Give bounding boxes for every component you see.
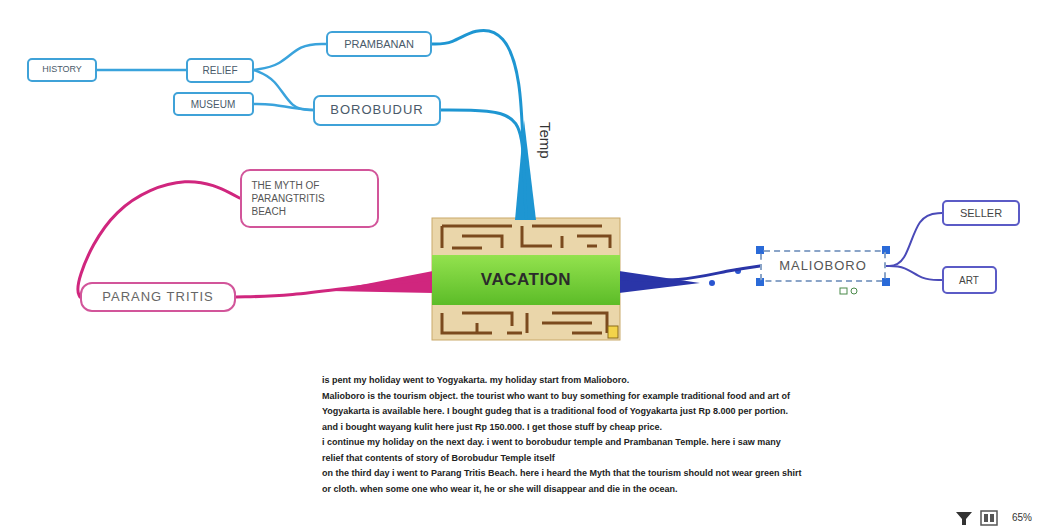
subtopic-box: ART <box>942 266 997 294</box>
topic-text: PARANG TRITIS <box>102 289 213 306</box>
maze-illustration <box>432 218 620 340</box>
story-paragraph: Malioboro is the tourism object. the tou… <box>322 389 802 436</box>
topic-text: HISTORY <box>42 64 82 76</box>
subtopic-box: SELLER <box>942 200 1020 226</box>
story-paragraph: on the third day i went to Parang Tritis… <box>322 466 802 497</box>
filter-icon <box>956 512 972 525</box>
branch-taper <box>619 271 700 293</box>
branch-connector <box>441 110 526 218</box>
branch-connector <box>886 213 942 266</box>
topic-icon <box>851 288 857 294</box>
subtopic-box: RELIEF <box>186 58 254 83</box>
topic-text: THE MYTH OF PARANGTRITIS BEACH <box>252 179 344 218</box>
layout-icon <box>984 514 988 522</box>
branch-connector <box>97 69 186 72</box>
branch-connector <box>254 104 314 110</box>
subtopic-box: HISTORY <box>27 58 97 82</box>
topic-text: RELIEF <box>202 64 237 77</box>
selection-dot <box>709 280 715 286</box>
branch-connector <box>236 279 432 297</box>
branch-connector <box>254 44 326 70</box>
topic-text: ART <box>959 274 979 287</box>
branch-label: Temp <box>537 122 554 159</box>
story-paragraph: i continue my holiday on the next day. i… <box>322 435 802 466</box>
selection-handle <box>882 278 890 286</box>
topic-text: PRAMBANAN <box>344 37 414 51</box>
topic-box: BOROBUDUR <box>313 95 441 126</box>
central-topic-band: VACATION <box>432 255 620 305</box>
topic-box: MALIOBORO <box>760 250 886 282</box>
topic-icon <box>840 288 847 294</box>
branch-connector <box>254 70 313 110</box>
maze-ground <box>432 218 620 340</box>
note-icon <box>608 326 618 338</box>
topic-box: PARANG TRITIS <box>80 282 236 312</box>
branch-connector <box>78 182 240 297</box>
topic-box: PRAMBANAN <box>326 31 432 57</box>
layout-icon <box>981 511 997 525</box>
story-text: is pent my holiday went to Yogyakarta. m… <box>322 373 802 497</box>
topic-text: MALIOBORO <box>779 258 867 275</box>
branch-connector <box>432 31 526 218</box>
topic-text: SELLER <box>960 206 1002 220</box>
branch-connector <box>886 266 942 280</box>
topic-text: MUSEUM <box>191 98 235 111</box>
layout-icon <box>990 514 994 522</box>
story-paragraph: is pent my holiday went to Yogyakarta. m… <box>322 373 802 389</box>
branch-connector <box>620 266 760 280</box>
central-topic: VACATION <box>432 218 620 340</box>
subtopic-box: THE MYTH OF PARANGTRITIS BEACH <box>240 169 379 228</box>
subtopic-box: MUSEUM <box>173 92 254 116</box>
topic-text: BOROBUDUR <box>330 102 424 119</box>
zoom-level: 65% <box>1012 512 1032 523</box>
